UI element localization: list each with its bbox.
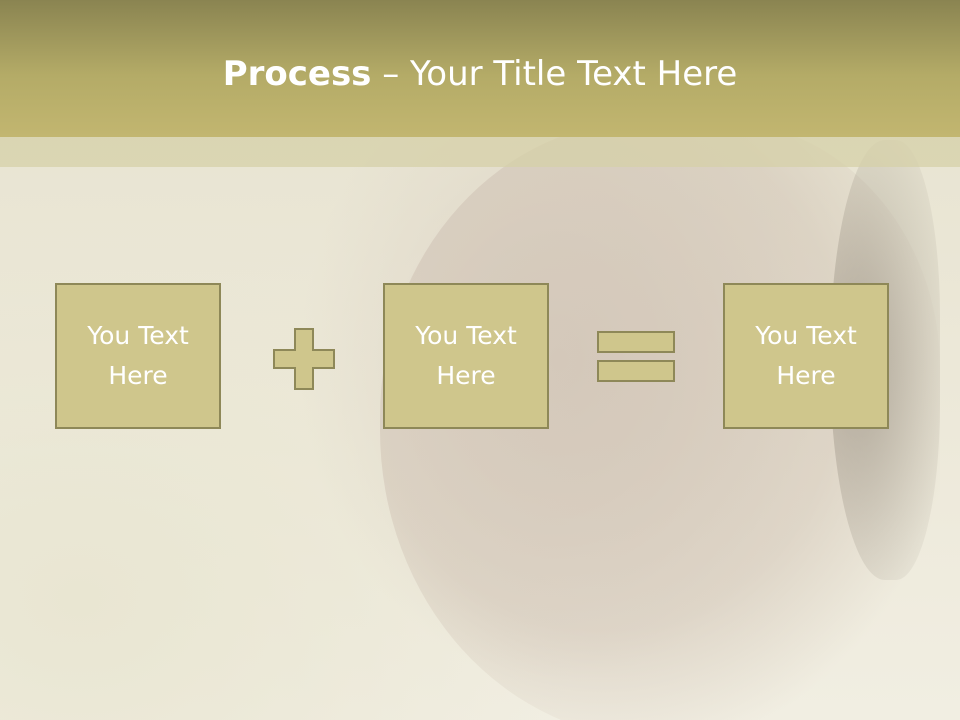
text-box-1: You Text Here (55, 283, 221, 429)
text-box-2-label: You Text Here (415, 321, 517, 390)
text-box-3: You Text Here (723, 283, 889, 429)
title-band-lower-strip (0, 137, 960, 167)
text-box-1-label: You Text Here (87, 321, 189, 390)
slide-title: Process – Your Title Text Here (0, 52, 960, 96)
equals-icon (597, 331, 675, 382)
text-box-3-label: You Text Here (755, 321, 857, 390)
title-bold: Process (222, 54, 372, 94)
title-rest: – Your Title Text Here (371, 54, 738, 94)
plus-icon (273, 328, 335, 390)
text-box-2: You Text Here (383, 283, 549, 429)
title-band (0, 0, 960, 137)
